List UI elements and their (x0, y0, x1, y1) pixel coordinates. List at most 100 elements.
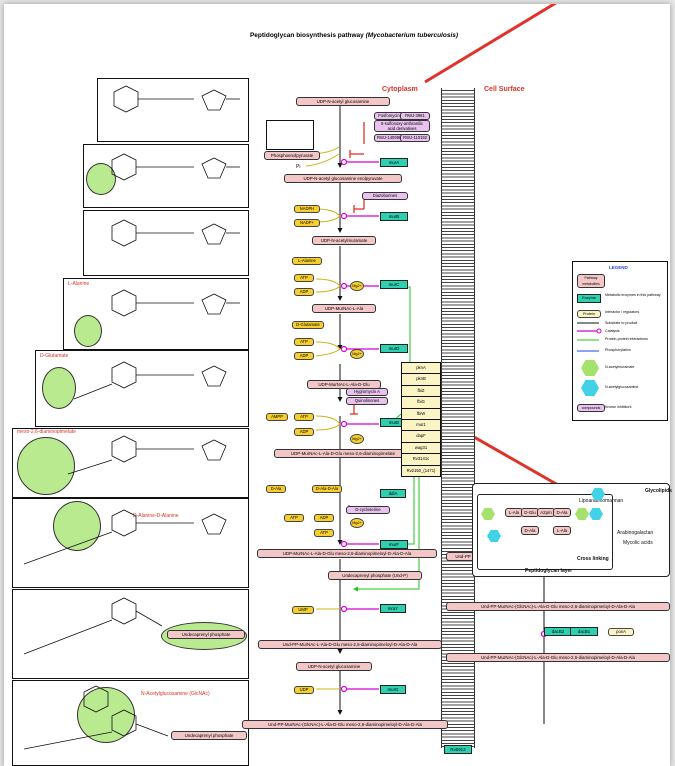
inhibitor-fluoro[interactable]: 5-sulfonoxy-anthranilic acid derivatives (374, 120, 430, 132)
enzyme-mray[interactable]: mraY (380, 604, 406, 613)
legend-nam-hexagon (581, 360, 599, 376)
structure-pep (266, 120, 314, 150)
legend-metabolite-swatch: Pathway metabolites (577, 274, 605, 288)
structure-udp-murnac-ala: L-Alanine (63, 278, 249, 350)
highlight-circle (53, 501, 101, 551)
legend-protein-swatch: Protein (577, 310, 601, 318)
cytoplasm-header: Cytoplasm (382, 86, 418, 93)
inhibitor-diazoborines[interactable]: Diazoborines (362, 192, 408, 200)
enzyme-murb[interactable]: murB (380, 212, 408, 221)
glycolipids-label: Glycolipids (645, 488, 672, 494)
cofactor-atp-4: ATP (284, 514, 304, 522)
interactor-protein-list: pknA pknB fbiZ fbiG fbiW mur1 dapF wag31… (401, 362, 441, 477)
structure-udp-meso: meso-2,6-diaminopimelate (12, 428, 249, 498)
page: Peptidoglycan biosynthesis pathway (Myco… (4, 4, 670, 766)
l-alanine-label: L-Alanine (68, 281, 89, 287)
metabolite-und-pp-murnac: Und-PP-MurNAc-L-Ala-D-Glu meso-2,6-diami… (258, 640, 442, 649)
enzyme-murd[interactable]: murD (380, 344, 408, 353)
cross-linking-label: Cross linking (577, 556, 609, 562)
legend-nag-hexagon (581, 380, 599, 396)
inhibitor-rwj-3981[interactable]: RWJ-3981 (400, 112, 430, 120)
protein-wag31[interactable]: wag31 (402, 443, 440, 454)
metabolite-udp-murnac-ala: UDP-MurNAc-L-Ala (312, 304, 376, 313)
highlight-circle (86, 163, 116, 195)
protein-pkna[interactable]: pknA (402, 363, 440, 374)
cofactor-d-ala: D-Ala (266, 485, 286, 493)
structure-udp-enolpyruvate (83, 144, 249, 208)
cofactor-atp-3: ATP (294, 413, 314, 421)
enzyme-murg[interactable]: murG (380, 685, 406, 694)
protein-fbig[interactable]: fbiG (402, 397, 440, 408)
chain-l-ala-2: L-Ala (553, 526, 571, 535)
metabolite-udp-glcnac: UDP-N-acetyl glucosamine (296, 97, 390, 106)
undecaprenyl-phosphate-tag-2: Undecaprenyl phosphate (171, 731, 247, 740)
protein-pknb[interactable]: pknB (402, 374, 440, 385)
metabolite-udp-glcnac-2: UDP-N-acetyl glucosamine (296, 662, 372, 671)
peptidoglycan-layer-label: Peptidoglycan layer (525, 568, 572, 574)
cofactor-atp-5: ATP (314, 529, 334, 537)
enzyme-ddla[interactable]: ddlA (380, 489, 406, 498)
metabolite-udp-pentapeptide: UDP-MurNAc-L-Ala-D-Glu meso-2,6-diaminop… (257, 549, 437, 558)
cofactor-ampp: AMPP (266, 413, 288, 421)
arabinogalactan-label: Arabinogalactan (617, 530, 653, 536)
legend-phospho: Phosphorylation (605, 348, 631, 353)
highlight-circle (17, 437, 75, 495)
legend-enzyme-swatch: Enzyme (577, 294, 601, 303)
protein-mur1[interactable]: mur1 (402, 420, 440, 431)
chain-d-ala: D-Ala (553, 508, 571, 517)
enzyme-dacb2[interactable]: dacB2 (544, 627, 572, 636)
inhibitor-rwj-110192[interactable]: RWJ-110192 (400, 134, 430, 142)
metabolite-udp-enolpyruvate: UDP-N-acetyl glucosamine enolpyruvate (284, 174, 402, 183)
protein-dapf[interactable]: dapF (402, 431, 440, 442)
cofactor-atp-2: ATP (294, 338, 314, 346)
structure-udp-murnac-ala-glu: D-Glutamate (35, 350, 249, 427)
d-alanine-label: D-Alanine-D-Alanine (133, 513, 179, 519)
inhibitor-d-cycloserine[interactable]: D-cycloserine (346, 506, 390, 514)
structure-udp-pentapeptide: D-Alanine-D-Alanine (12, 498, 249, 588)
legend-ppi: Protein-protein interactions (605, 337, 648, 342)
legend-nag: N-acetylglucosamine (605, 385, 638, 390)
legend: LEGEND Pathway metabolites Enzyme Metabo… (572, 261, 668, 421)
legend-substrate: Substrate to product (605, 321, 637, 326)
enzyme-mura[interactable]: murA (380, 158, 408, 167)
protein-pona[interactable]: ponA (608, 628, 634, 636)
cell-surface-header: Cell Surface (484, 86, 524, 93)
cofactor-d-glutamate: D-Glutamate (292, 321, 324, 329)
structure-udp-glcnac (97, 78, 249, 142)
structure-und-pp: Undecaprenyl phosphate (12, 589, 249, 679)
title-text: Peptidoglycan biosynthesis pathway (250, 32, 364, 39)
inhibitor-hygromycin[interactable]: Hygromycin A (346, 388, 388, 396)
cofactor-d-ala-d-ala: D-Ala-D-Ala (312, 485, 342, 493)
protein-rv3141c[interactable]: Rv3141c (402, 454, 440, 465)
metabolite-surface-1: Und-PP-MurNAc-(GlcNAc)-L-Ala-D-Glu meso-… (446, 602, 670, 611)
title-organism: (Mycobacterium tuberculosis) (366, 32, 458, 39)
metabolite-surface-2: Und-PP-MurNAc-(GlcNAc)-L-Ala-D-Glu meso-… (446, 653, 670, 662)
structure-lipid-ii: N-Acetylglucosamine (GlcNAc) Undecapreny… (12, 680, 249, 766)
metabolite-ump: UMP (292, 606, 314, 614)
legend-line-samples (577, 320, 603, 356)
metabolite-udp-murnac: UDP-N-acetylmuramate (312, 236, 376, 245)
enzyme-dacb1[interactable]: dacB1 (570, 627, 598, 636)
cofactor-mg-3: Mg2+ (350, 434, 364, 444)
enzyme-murc[interactable]: murC (380, 280, 408, 289)
cofactor-atp-1: ATP (294, 274, 314, 282)
cofactor-mg-1: Mg2+ (350, 281, 364, 291)
peptidoglycan-layer-panel: Glycolipids Lipoarabinomannan Arabinogal… (472, 483, 670, 577)
inhibitor-quinolinones[interactable]: Quinolinones (346, 397, 388, 405)
cofactor-nadph: NADPH (294, 205, 320, 213)
highlight-circle (74, 315, 102, 347)
meso-label: meso-2,6-diaminopimelate (17, 429, 76, 435)
legend-enzyme-desc: Metabolic enzymes in this pathway (605, 293, 661, 298)
cofactor-adp-3: ADP (294, 428, 314, 436)
enzyme-murf[interactable]: murF (380, 540, 408, 549)
legend-inhibitor: Known inhibitors (605, 405, 631, 410)
protein-fbiz[interactable]: fbiZ (402, 386, 440, 397)
protein-rv2150[interactable]: Rv2150_(1471) (402, 466, 440, 476)
cofactor-adp-1: ADP (294, 288, 314, 296)
protein-fbiw[interactable]: fbiW (402, 409, 440, 420)
legend-inhibitor-swatch: compounds (577, 404, 605, 412)
legend-title: LEGEND (609, 265, 628, 270)
d-glutamate-label: D-Glutamate (40, 353, 68, 359)
enzyme-rv0913[interactable]: Rv0913 (444, 745, 472, 754)
undecaprenyl-phosphate-tag: Undecaprenyl phosphate (167, 630, 245, 639)
